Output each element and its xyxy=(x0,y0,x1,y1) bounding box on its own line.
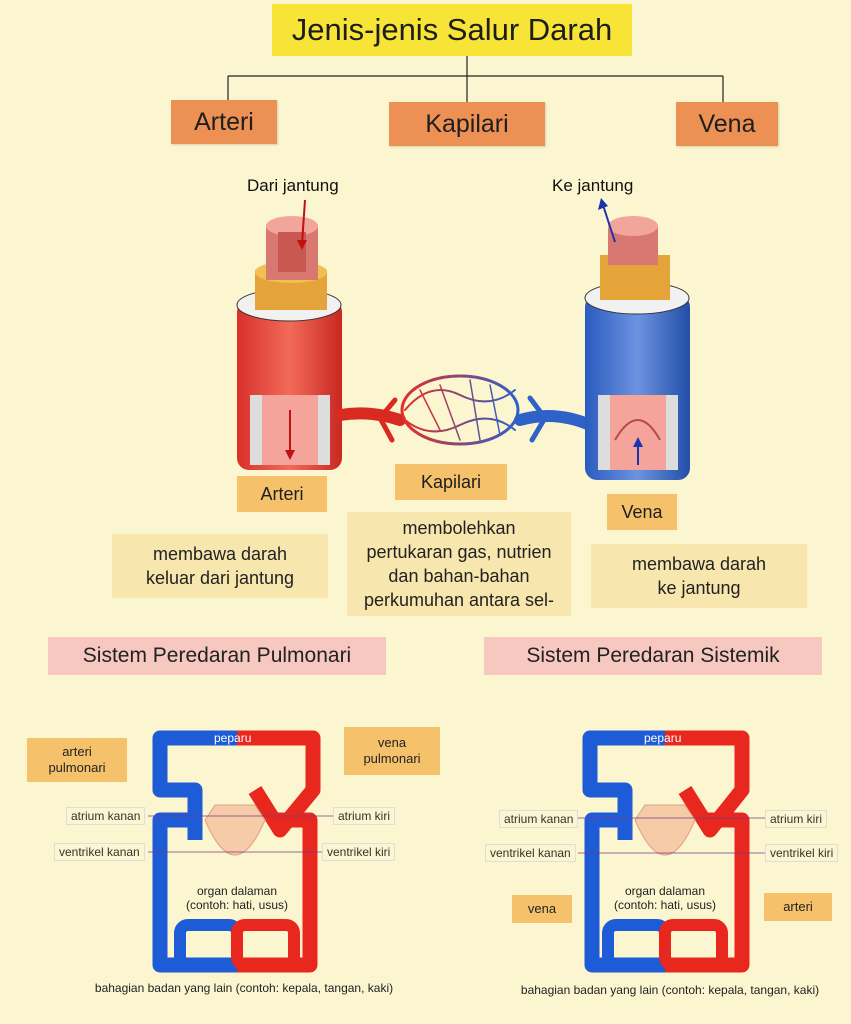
capillary-desc-line: perkumuhan antara sel- xyxy=(363,590,555,610)
tag-line: vena xyxy=(377,735,407,750)
page-title: Jenis-jenis Salur Darah xyxy=(272,4,632,56)
vein-description: membawa darah ke jantung xyxy=(591,544,807,608)
systemic-circuit xyxy=(578,730,770,973)
pulmonary-atrium-kiri-label: atrium kiri xyxy=(333,807,396,825)
tag-line: pulmonari xyxy=(48,760,106,775)
pulmonary-atrium-kanan-label: atrium kanan xyxy=(66,807,146,825)
capillary-desc-line: dan bahan-bahan xyxy=(388,566,530,586)
artery-tag: Arteri xyxy=(237,476,327,512)
systemic-ventrikel-kiri-label: ventrikel kiri xyxy=(765,844,839,862)
systemic-artery-tag: arteri xyxy=(764,893,832,921)
from-heart-label: Dari jantung xyxy=(247,176,339,195)
capillary-description: membolehkan pertukaran gas, nutrien dan … xyxy=(347,512,571,616)
pulmonary-circuit xyxy=(148,730,340,973)
pulmonary-vein-tag: vena pulmonari xyxy=(344,727,440,775)
capillary-illustration xyxy=(334,374,596,446)
pulmonary-bottom-caption: bahagian badan yang lain (contoh: kepala… xyxy=(94,981,394,995)
category-vena: Vena xyxy=(676,102,778,146)
systemic-title: Sistem Peredaran Sistemik xyxy=(484,637,822,675)
capillary-desc-line: membolehkan xyxy=(402,518,516,538)
caption-line: organ dalaman xyxy=(624,884,706,898)
to-heart-label: Ke jantung xyxy=(552,176,634,195)
artery-desc-line: keluar dari jantung xyxy=(145,568,295,588)
vein-desc-line: ke jantung xyxy=(657,578,741,598)
systemic-organ-caption: organ dalaman (contoh: hati, usus) xyxy=(600,884,730,912)
category-kapilari: Kapilari xyxy=(389,102,545,146)
artery-description: membawa darah keluar dari jantung xyxy=(112,534,328,598)
tag-line: arteri xyxy=(62,744,92,759)
artery-illustration xyxy=(236,199,342,470)
pulmonary-ventrikel-kiri-label: ventrikel kiri xyxy=(322,843,396,861)
pulmonary-ventrikel-kanan-label: ventrikel kanan xyxy=(54,843,145,861)
systemic-lung-label: peparu xyxy=(644,731,682,745)
systemic-atrium-kanan-label: atrium kanan xyxy=(499,810,579,828)
caption-line: (contoh: hati, usus) xyxy=(185,898,289,912)
capillary-desc-line: pertukaran gas, nutrien xyxy=(366,542,552,562)
systemic-vein-tag: vena xyxy=(512,895,572,923)
vein-desc-line: membawa darah xyxy=(631,554,767,574)
category-arteri: Arteri xyxy=(171,100,277,144)
artery-desc-line: membawa darah xyxy=(152,544,288,564)
tag-line: pulmonari xyxy=(363,751,421,766)
pulmonary-artery-tag: arteri pulmonari xyxy=(27,738,127,782)
systemic-ventrikel-kanan-label: ventrikel kanan xyxy=(485,844,576,862)
pulmonary-lung-label: peparu xyxy=(214,731,252,745)
caption-line: (contoh: hati, usus) xyxy=(613,898,717,912)
systemic-bottom-caption: bahagian badan yang lain (contoh: kepala… xyxy=(520,983,820,997)
capillary-tag: Kapilari xyxy=(395,464,507,500)
pulmonary-title: Sistem Peredaran Pulmonari xyxy=(48,637,386,675)
tree-connector xyxy=(227,56,724,102)
vein-illustration xyxy=(584,198,690,480)
caption-line: organ dalaman xyxy=(196,884,278,898)
systemic-atrium-kiri-label: atrium kiri xyxy=(765,810,828,828)
vein-tag: Vena xyxy=(607,494,677,530)
pulmonary-organ-caption: organ dalaman (contoh: hati, usus) xyxy=(172,884,302,912)
